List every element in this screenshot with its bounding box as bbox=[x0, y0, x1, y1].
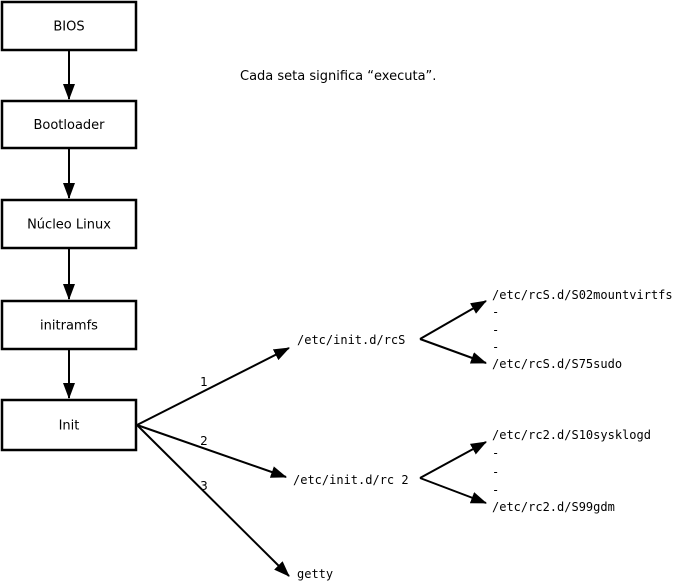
arrow-rcs-to-s75sudo bbox=[419, 338, 487, 364]
flow-box-init-rect bbox=[0, 398, 138, 452]
ellipsis-dash: - bbox=[492, 323, 499, 337]
arrow-rcs-to-s02mountvirtfs bbox=[419, 300, 487, 340]
flow-box-nucleo-linux-label: Núcleo Linux bbox=[27, 218, 111, 233]
ellipsis-dash: - bbox=[492, 465, 499, 479]
script-item-s10sysklogd: /etc/rc2.d/S10sysklogd bbox=[492, 428, 651, 442]
ellipsis-dash: - bbox=[492, 340, 499, 354]
flow-box-init-label: Init bbox=[59, 419, 80, 434]
branch-target-getty: getty bbox=[297, 567, 333, 581]
branch-target-rc2: /etc/init.d/rc 2 bbox=[293, 473, 409, 487]
flow-box-bios-label: BIOS bbox=[53, 20, 84, 35]
ellipsis-dash: - bbox=[492, 483, 499, 497]
note-text: Cada seta significa “executa”. bbox=[240, 69, 436, 84]
flow-box-bootloader-label: Bootloader bbox=[33, 118, 105, 133]
script-item-s02mountvirtfs: /etc/rcS.d/S02mountvirtfs bbox=[492, 288, 673, 302]
flow-box-initramfs: initramfs bbox=[0, 299, 138, 351]
arrow-order-label-1: 1 bbox=[200, 375, 208, 389]
arrow-order-label-3: 3 bbox=[200, 479, 208, 493]
flow-box-init: Init bbox=[0, 398, 138, 452]
flow-box-bios: BIOS bbox=[0, 0, 138, 52]
flow-box-nucleo-linux: Núcleo Linux bbox=[0, 198, 138, 250]
script-item-s99gdm: /etc/rc2.d/S99gdm bbox=[492, 500, 615, 514]
script-item-s75sudo: /etc/rcS.d/S75sudo bbox=[492, 357, 622, 371]
arrow-rc2-to-s99gdm bbox=[419, 477, 487, 504]
flow-box-bootloader: Bootloader bbox=[0, 99, 138, 150]
flow-box-initramfs-label: initramfs bbox=[40, 319, 98, 334]
arrow-order-label-2: 2 bbox=[200, 434, 208, 448]
ellipsis-dash: - bbox=[492, 446, 499, 460]
flow-box-initramfs-rect bbox=[0, 299, 138, 351]
branch-target-rcs: /etc/init.d/rcS bbox=[297, 333, 405, 347]
arrow-init-to-getty bbox=[136, 424, 290, 577]
flow-box-bios-rect bbox=[0, 0, 138, 52]
arrow-rc2-to-s10sysklogd bbox=[419, 441, 487, 479]
ellipsis-dash: - bbox=[492, 305, 499, 319]
arrow-init-to-rcs bbox=[136, 347, 290, 426]
arrow-init-to-rc2 bbox=[136, 424, 287, 478]
